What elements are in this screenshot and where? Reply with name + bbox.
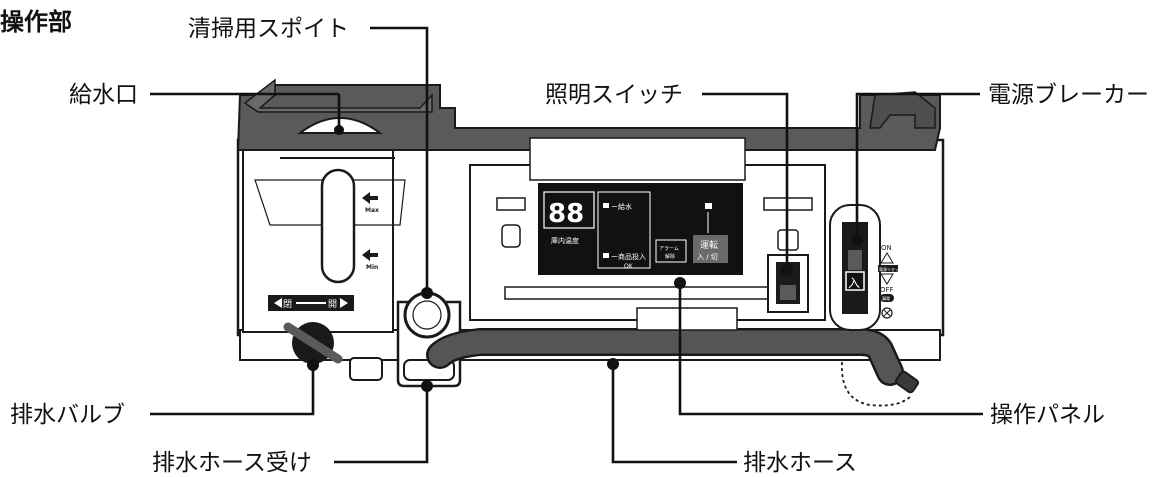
temp-display: 88 xyxy=(548,199,584,229)
run-label-1: 運転 xyxy=(700,240,718,251)
min-label: Min xyxy=(366,264,378,271)
label-control-panel: 操作パネル xyxy=(990,402,1105,428)
leader-control-panel-dot xyxy=(674,277,686,289)
water-supply-label: ー給水 xyxy=(611,202,632,211)
leader-cleaning-dropper xyxy=(370,26,429,293)
label-drain-hose-holder: 排水ホース受け xyxy=(152,450,312,476)
drain-hose-assembly xyxy=(426,328,920,407)
breaker-lever xyxy=(848,250,862,270)
dropper-bulb-inner xyxy=(412,300,442,330)
label-light-switch: 照明スイッチ xyxy=(545,82,683,108)
leader-light-switch-dot xyxy=(781,264,793,276)
light-switch-rocker xyxy=(780,285,796,300)
reset-label: 電源リセット xyxy=(879,266,903,272)
breaker-on-label: ON xyxy=(881,244,892,252)
reset-badge xyxy=(878,265,898,272)
leader-cleaning-dropper-dot xyxy=(421,287,433,299)
section-heading: 操作部 xyxy=(0,8,72,36)
leak-badge xyxy=(880,294,894,302)
test-button-cross-b xyxy=(883,309,891,317)
label-cleaning-dropper: 清掃用スポイト xyxy=(188,16,349,42)
lower-slot xyxy=(504,286,771,300)
right-housing-top xyxy=(869,91,936,129)
leader-power-breaker xyxy=(855,92,980,240)
hose-cap xyxy=(894,370,920,394)
leader-drain-valve-dot xyxy=(307,359,319,371)
power-breaker-assembly: 入 ON 電源リセット OFF 漏電 xyxy=(829,204,903,331)
ok-label: OK xyxy=(624,263,634,270)
min-arrow-icon xyxy=(362,249,378,261)
leader-water-inlet-dot xyxy=(334,125,344,135)
leak-label: 漏電 xyxy=(882,295,890,301)
max-arrow-icon xyxy=(362,192,378,204)
level-window xyxy=(320,168,356,284)
top-rim xyxy=(236,84,941,151)
leader-drain-valve xyxy=(150,365,315,416)
water-led xyxy=(603,203,609,208)
temp-caption: 庫内温度 xyxy=(551,236,579,245)
alarm-reset-button[interactable] xyxy=(655,239,687,263)
leader-drain-hose xyxy=(611,364,737,464)
open-arrow-icon xyxy=(340,298,348,308)
product-led xyxy=(603,253,609,258)
left-indicator xyxy=(501,224,521,248)
run-toggle-button[interactable] xyxy=(693,235,728,263)
foot-left xyxy=(349,357,383,381)
leader-light-switch xyxy=(702,92,789,270)
lower-tab xyxy=(636,307,738,331)
temp-display-box xyxy=(543,191,595,229)
on-triangle-icon xyxy=(880,252,894,264)
leader-hose-holder xyxy=(334,386,429,464)
run-status-led xyxy=(705,203,712,209)
control-panel: 88 庫内温度 ー給水 ー商品投入 OK アラーム 解除 運転 入 / 切 xyxy=(538,183,743,275)
label-power-breaker: 電源ブレーカー xyxy=(988,82,1149,108)
label-drain-valve: 排水バルブ xyxy=(10,402,125,428)
left-vent xyxy=(496,197,526,211)
left-tank-top xyxy=(243,78,433,113)
callout-labels: 給水口 清掃用スポイト 照明スイッチ 電源ブレーカー 排水バルブ 排水ホース受け… xyxy=(10,16,1149,476)
leader-hose-holder-dot xyxy=(421,380,433,392)
valve-close-label: 閉 xyxy=(283,299,292,310)
test-button-icon[interactable] xyxy=(881,307,893,319)
drain-valve-handle xyxy=(283,322,343,364)
display-cover xyxy=(529,137,746,181)
breaker-on-button[interactable] xyxy=(845,271,865,291)
leader-drain-hose-dot xyxy=(607,358,619,370)
max-label: Max xyxy=(365,207,379,214)
water-tank: Max Min 閉 開 xyxy=(242,117,406,364)
product-insert-label: ー商品投入 xyxy=(611,252,646,261)
alarm-label-2: 解除 xyxy=(665,253,675,260)
leader-control-panel xyxy=(678,283,983,416)
label-water-inlet: 給水口 xyxy=(69,82,138,108)
run-label-2: 入 / 切 xyxy=(697,253,718,261)
off-triangle-icon xyxy=(880,273,894,285)
label-drain-hose: 排水ホース xyxy=(743,450,857,476)
light-switch-assembly xyxy=(767,229,809,313)
close-arrow-icon xyxy=(274,298,282,308)
breaker-on-button-label: 入 xyxy=(848,276,860,290)
leader-power-breaker-dot xyxy=(851,234,863,246)
breaker-off-label: OFF xyxy=(880,286,894,294)
alarm-label-1: アラーム xyxy=(659,246,679,252)
leader-lines xyxy=(150,26,983,464)
drain-hose-fill xyxy=(428,330,902,384)
valve-open-label: 開 xyxy=(328,299,337,310)
tank-funnel xyxy=(254,179,406,226)
bead-chain xyxy=(841,361,913,407)
